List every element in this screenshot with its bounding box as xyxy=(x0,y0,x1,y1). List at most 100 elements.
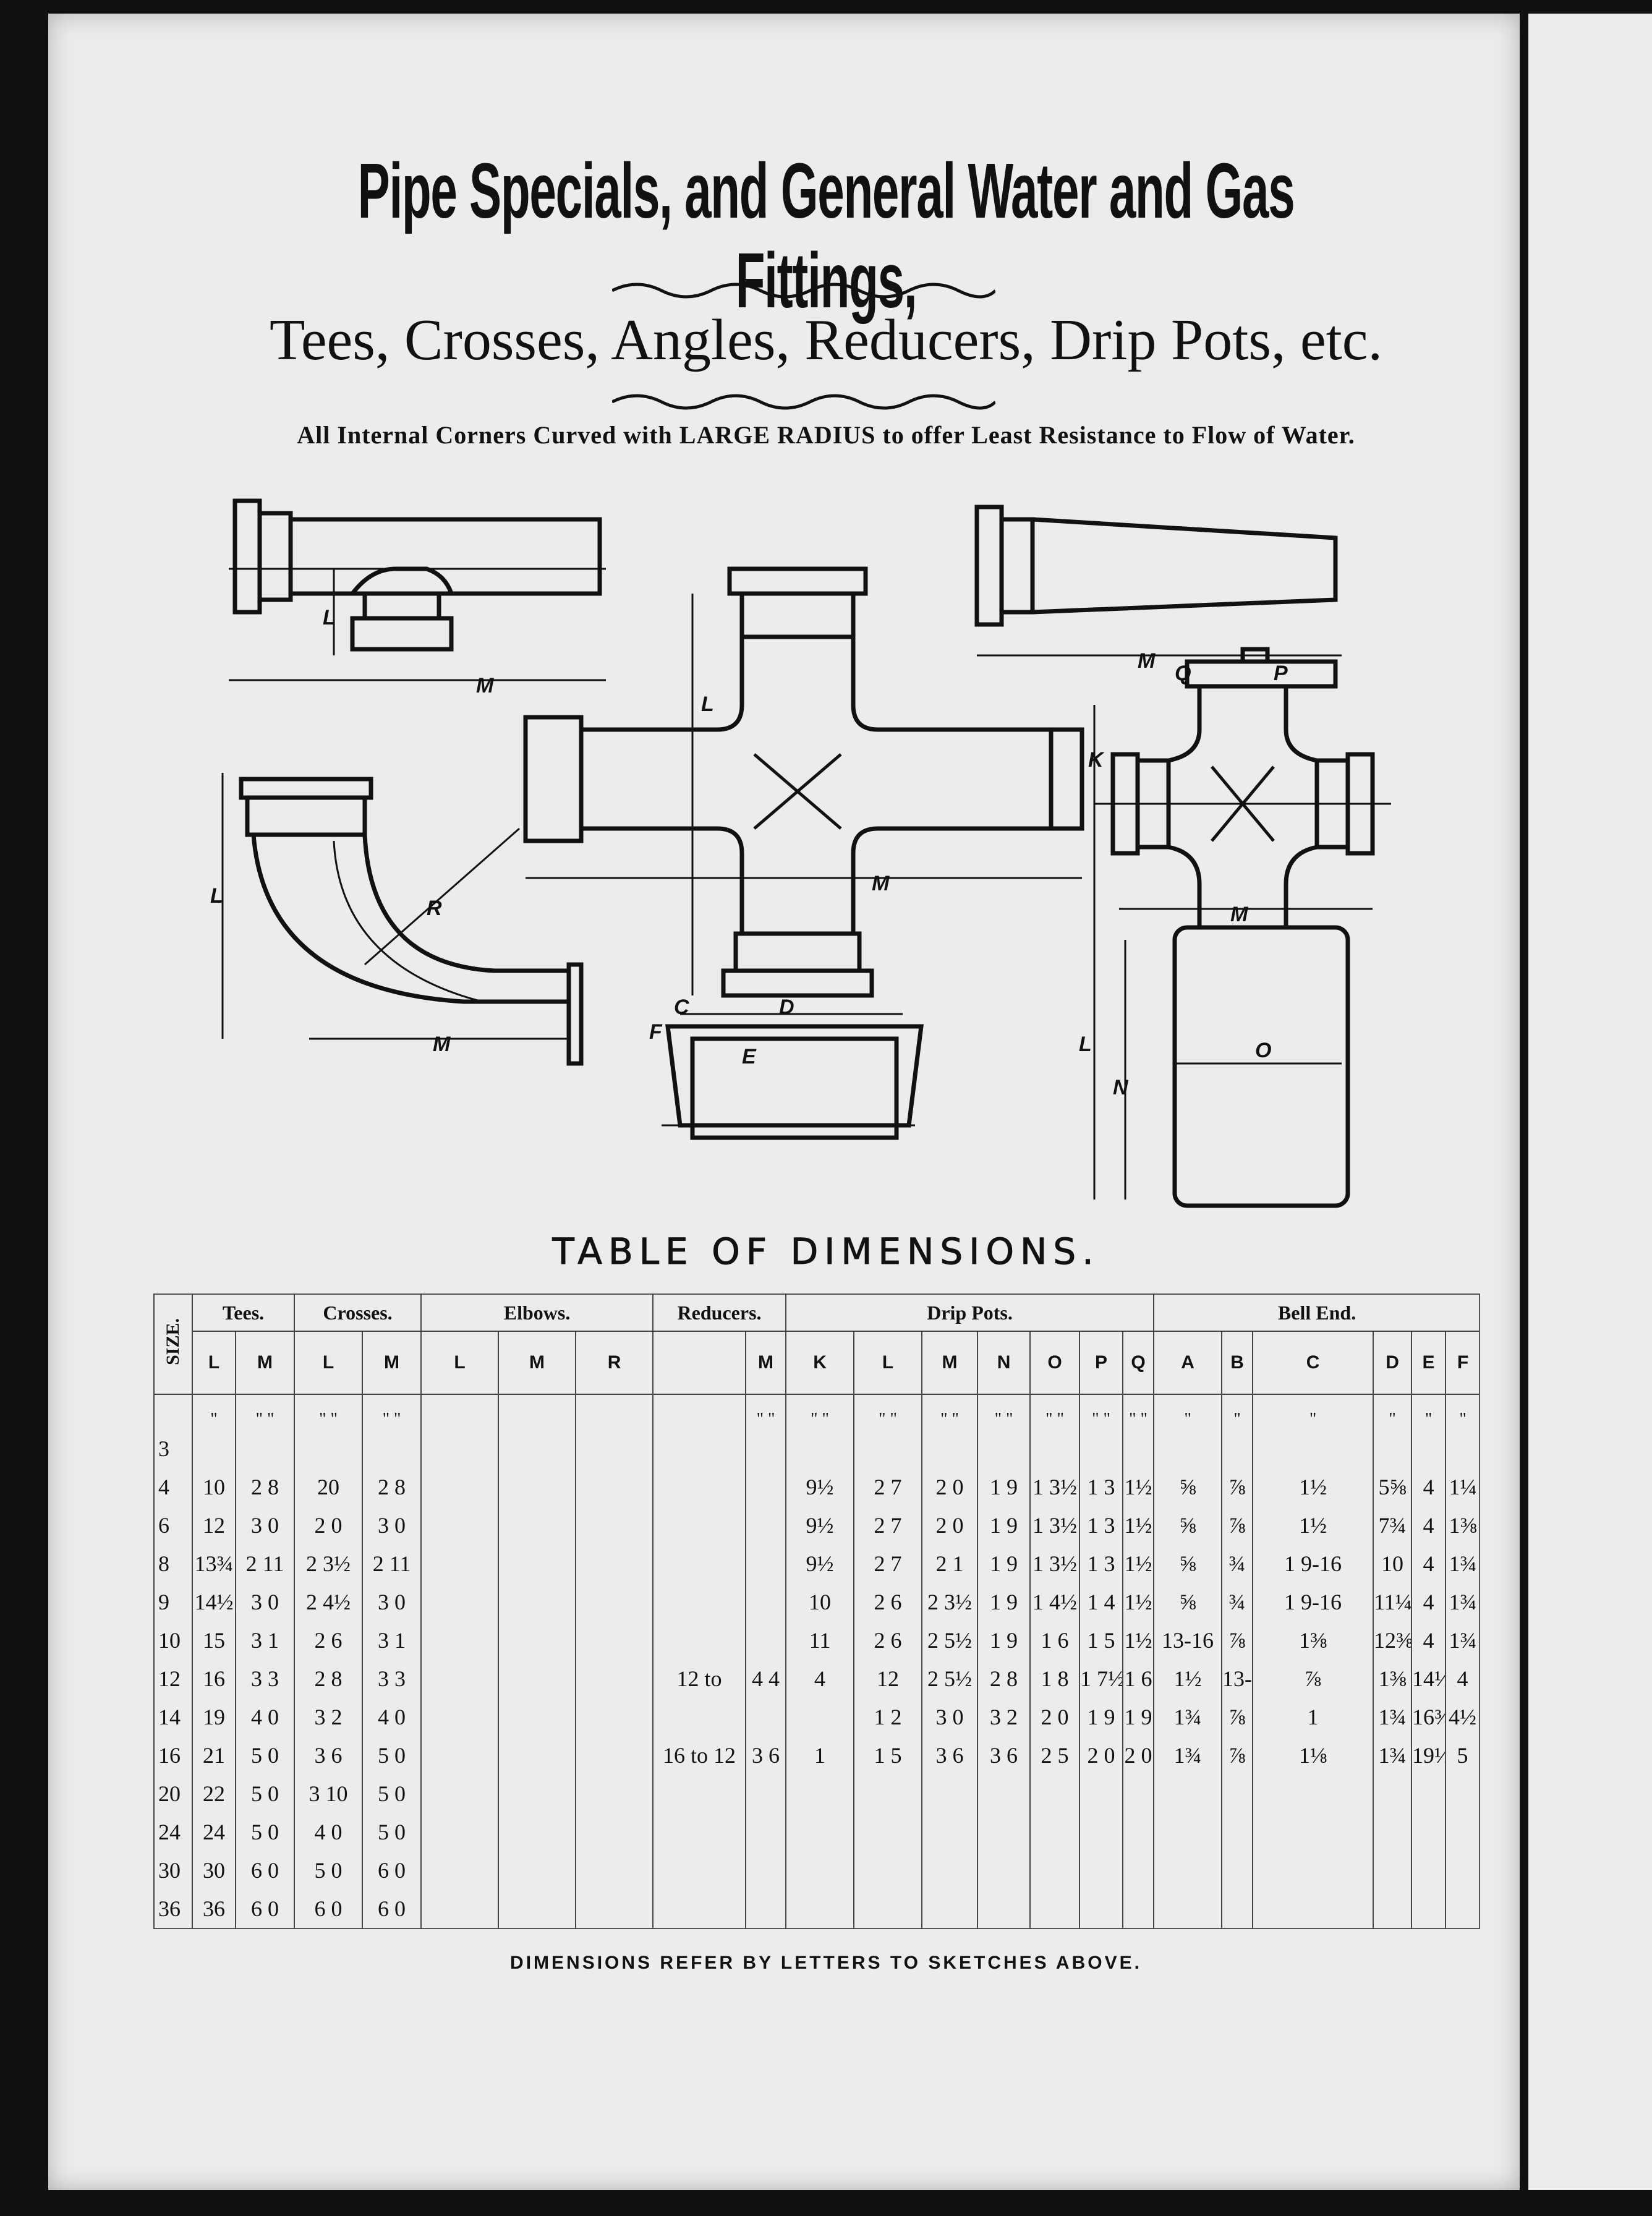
label-cross-m: M xyxy=(872,872,890,895)
table-cell: 1 9 xyxy=(1122,1698,1154,1736)
table-cell xyxy=(575,1698,654,1736)
column-header: R xyxy=(575,1331,654,1395)
table-cell xyxy=(1373,1851,1412,1890)
table-cell: 1 6 xyxy=(1122,1660,1154,1698)
table-cell: 1 5 xyxy=(1079,1621,1123,1660)
table-cell xyxy=(652,1583,746,1621)
table-cell: ⅝ xyxy=(1153,1468,1222,1506)
table-cell xyxy=(785,1890,854,1928)
table-cell: 4 xyxy=(1411,1545,1446,1583)
table-cell xyxy=(575,1660,654,1698)
table-cell: 1 xyxy=(785,1736,854,1775)
table-cell: 2 8 xyxy=(362,1468,422,1506)
table-cell: 6 0 xyxy=(362,1851,422,1890)
table-cell xyxy=(745,1468,786,1506)
inch-mark: " " xyxy=(294,1394,363,1430)
table-cell: 1¾ xyxy=(1445,1545,1480,1583)
table-cell xyxy=(745,1698,786,1736)
table-cell: 13¾ xyxy=(192,1545,236,1583)
table-cell xyxy=(745,1545,786,1583)
table-cell: 1 6 xyxy=(1029,1621,1080,1660)
table-cell: 1½ xyxy=(1122,1583,1154,1621)
table-cell: 21 xyxy=(192,1736,236,1775)
table-cell: 11 xyxy=(785,1621,854,1660)
table-cell: 1½ xyxy=(1122,1506,1154,1545)
table-cell: 5 xyxy=(1445,1736,1480,1775)
table-cell: ⅞ xyxy=(1221,1621,1253,1660)
table-cell xyxy=(1122,1813,1154,1851)
table-cell: 1⅜ xyxy=(1373,1660,1412,1698)
table-cell: 4½ xyxy=(1445,1698,1480,1736)
table-cell xyxy=(1029,1890,1080,1928)
table-cell xyxy=(575,1468,654,1506)
table-cell xyxy=(1122,1851,1154,1890)
label-bell-e: E xyxy=(742,1045,757,1068)
label-bell-f: F xyxy=(649,1020,663,1044)
table-cell: 3 6 xyxy=(745,1736,786,1775)
table-cell: 16 to 12 xyxy=(652,1736,746,1775)
table-cell: 1 9 xyxy=(977,1621,1031,1660)
size-cell: 20 xyxy=(153,1775,192,1813)
group-drip-pots: Drip Pots. xyxy=(785,1294,1154,1332)
table-cell: 7¾ xyxy=(1373,1506,1412,1545)
table-cell xyxy=(1411,1851,1446,1890)
table-cell: 1¼ xyxy=(1445,1468,1480,1506)
table-cell: ⅝ xyxy=(1153,1545,1222,1583)
inch-mark: " " xyxy=(234,1394,295,1430)
table-cell xyxy=(1373,1890,1412,1928)
table-cell xyxy=(420,1775,499,1813)
table-cell: 5 0 xyxy=(362,1775,422,1813)
group-crosses: Crosses. xyxy=(294,1294,422,1332)
size-cell: 3 xyxy=(153,1430,192,1468)
inch-mark xyxy=(420,1394,499,1430)
column-header: L xyxy=(294,1331,363,1395)
table-cell: ⅝ xyxy=(1153,1506,1222,1545)
ornament-wave-bottom xyxy=(612,394,995,410)
table-cell xyxy=(1079,1890,1123,1928)
table-cell: 12 to xyxy=(652,1660,746,1698)
table-cell xyxy=(977,1851,1031,1890)
size-cell: 14 xyxy=(153,1698,192,1736)
table-cell: ⅞ xyxy=(1221,1506,1253,1545)
table-cell: 16⅜ xyxy=(1411,1698,1446,1736)
table-cell: 1¾ xyxy=(1445,1583,1480,1621)
table-cell xyxy=(1373,1430,1412,1468)
table-cell: 12 xyxy=(853,1660,922,1698)
table-cell xyxy=(853,1813,922,1851)
label-cross-l: L xyxy=(701,692,714,716)
table-cell: 2 5½ xyxy=(921,1621,978,1660)
table-cell xyxy=(192,1430,236,1468)
table-cell xyxy=(234,1430,295,1468)
label-tee-m: M xyxy=(476,674,494,697)
table-cell: 19 xyxy=(192,1698,236,1736)
table-cell: 4 xyxy=(1411,1506,1446,1545)
table-cell xyxy=(498,1430,576,1468)
label-bell-d: D xyxy=(779,995,794,1019)
column-header: N xyxy=(977,1331,1031,1395)
table-cell: 2 1 xyxy=(921,1545,978,1583)
size-cell: 30 xyxy=(153,1851,192,1890)
table-cell: 6 0 xyxy=(234,1890,295,1928)
table-cell xyxy=(1153,1775,1222,1813)
table-cell: 9½ xyxy=(785,1506,854,1545)
inch-mark: " " xyxy=(921,1394,978,1430)
bell-end-sketch xyxy=(662,1013,924,1140)
table-cell xyxy=(575,1890,654,1928)
group-reducers: Reducers. xyxy=(652,1294,786,1332)
table-cell: 2 4½ xyxy=(294,1583,363,1621)
table-cell: 10 xyxy=(192,1468,236,1506)
label-drip-o: O xyxy=(1255,1039,1271,1062)
dimensions-table: SIZE. Tees. Crosses. Elbows. Reducers. D… xyxy=(153,1293,1481,1929)
table-cell xyxy=(652,1621,746,1660)
inch-mark: " xyxy=(1221,1394,1253,1430)
table-cell xyxy=(1153,1430,1222,1468)
table-cell: 14½ xyxy=(192,1583,236,1621)
inch-mark: " xyxy=(1373,1394,1412,1430)
facing-page xyxy=(1528,14,1652,2190)
table-cell: 12⅜ xyxy=(1373,1621,1412,1660)
table-cell: 5 0 xyxy=(362,1736,422,1775)
flow-note: All Internal Corners Curved with LARGE R… xyxy=(297,421,1355,449)
table-cell: 2 0 xyxy=(1122,1736,1154,1775)
column-header: M xyxy=(498,1331,576,1395)
